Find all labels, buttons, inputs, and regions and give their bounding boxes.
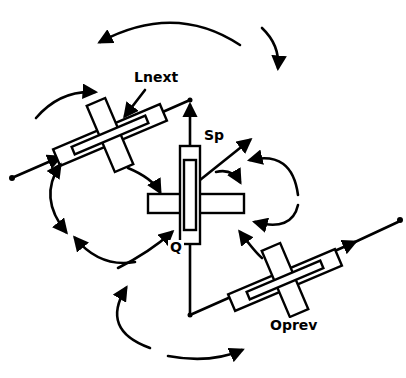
center-cross bbox=[148, 146, 244, 244]
vector-line bbox=[200, 140, 250, 180]
part-label: Lnext bbox=[132, 70, 180, 85]
end-dot bbox=[188, 313, 193, 318]
part-label: Sp bbox=[202, 128, 226, 143]
axis-line bbox=[14, 157, 60, 177]
prev-cross bbox=[43, 79, 178, 191]
rotation-arrows bbox=[36, 23, 298, 359]
part-label: Oprev bbox=[268, 318, 319, 333]
next-cross bbox=[218, 224, 353, 336]
end-dot bbox=[397, 217, 403, 223]
part-label: Q bbox=[168, 240, 184, 255]
end-dot bbox=[188, 98, 193, 103]
end-dot bbox=[9, 175, 15, 181]
axis-line bbox=[355, 222, 398, 242]
